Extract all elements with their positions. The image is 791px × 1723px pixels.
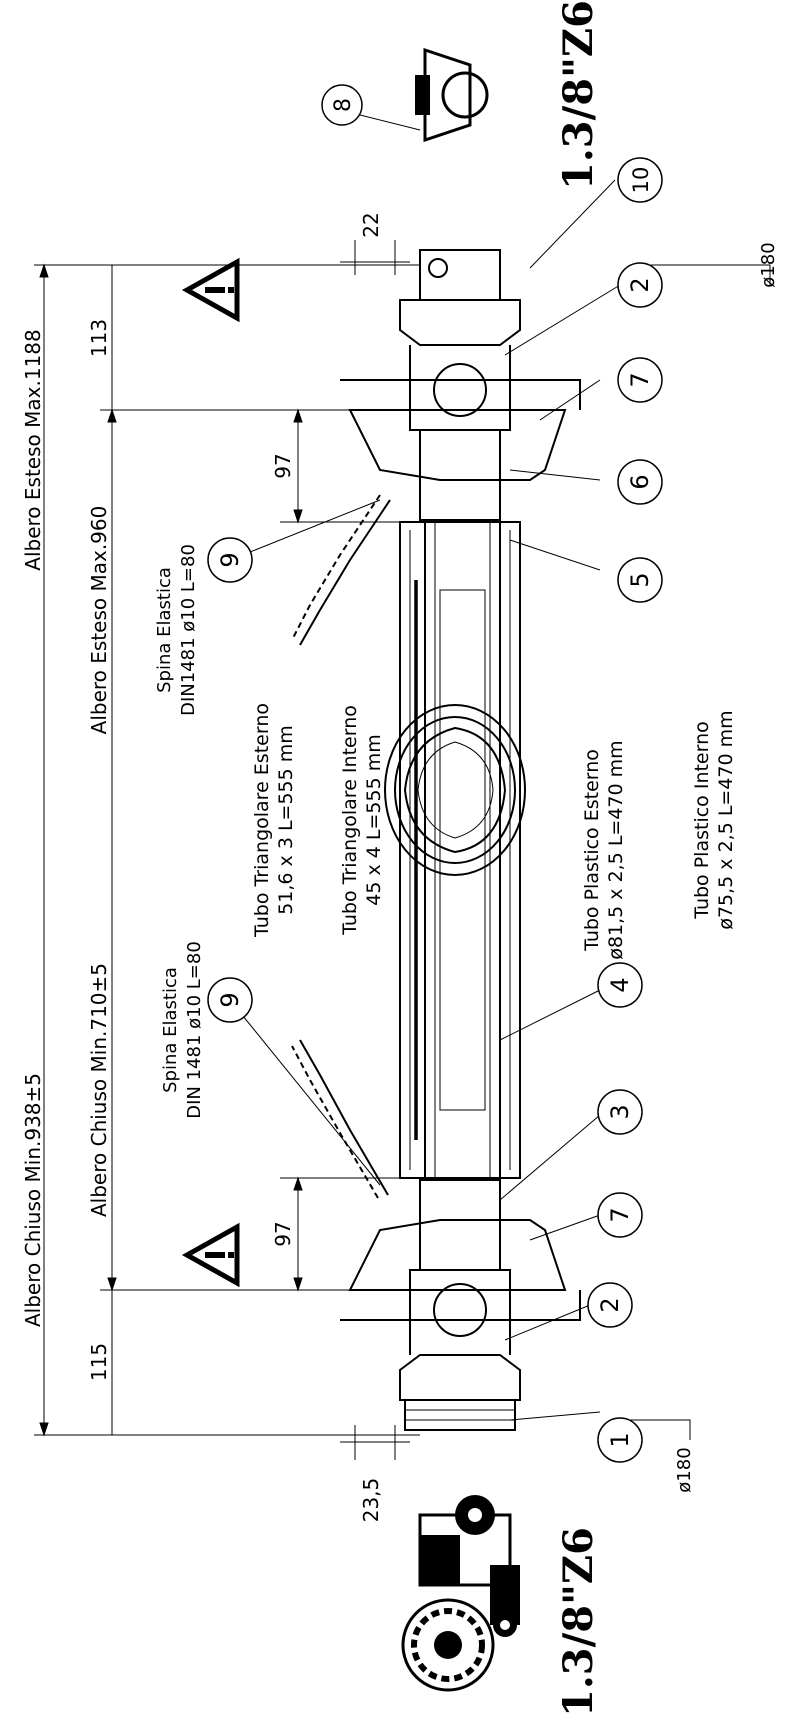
callout-7-right-label: 7 — [626, 372, 654, 387]
pin-left-spec: DIN 1481 ø10 L=80 — [184, 941, 205, 1119]
spline-label-right: 1.3/8"Z6 — [555, 0, 602, 190]
callout-9-right — [207, 537, 253, 583]
dim-closed-tubes: Albero Chiuso Min.710±5 — [87, 963, 111, 1217]
tri-ext-title: Tubo Triangolare Esterno — [251, 703, 273, 938]
tri-int-title: Tubo Triangolare Interno — [339, 705, 361, 936]
tractor-icon — [418, 1495, 520, 1637]
yoke-right — [399, 249, 521, 521]
dimension-lines — [34, 240, 771, 1460]
spline-section-icon-right — [415, 47, 489, 143]
callout-5-label: 5 — [626, 572, 654, 587]
callout-6 — [617, 459, 663, 505]
callout-8-label: 8 — [331, 98, 356, 112]
callout-3-label: 3 — [606, 1104, 634, 1119]
dim-diam-right: ø180 — [758, 242, 779, 287]
spline-label-left: 1.3/8"Z6 — [555, 1527, 602, 1717]
yoke-left — [399, 1179, 521, 1431]
dim-diam-left: ø180 — [674, 1447, 695, 1492]
plastic-int-spec: ø75,5 x 2,5 L=470 mm — [715, 710, 737, 929]
dim-overlap-left: 97 — [271, 1221, 295, 1246]
drive-shaft — [340, 249, 581, 1431]
dim-offset-left: 23,5 — [359, 1478, 383, 1523]
callout-9-left — [207, 977, 253, 1023]
dim-end-len-left: 115 — [87, 1343, 111, 1381]
plastic-ext-spec: ø81,5 x 2,5 L=470 mm — [605, 740, 627, 959]
callout-10-label: 10 — [629, 167, 653, 194]
plastic-tube-outer — [399, 521, 521, 1179]
callout-2-left-label: 2 — [596, 1297, 624, 1312]
pin-left-title: Spina Elastica — [160, 967, 181, 1093]
callout-3 — [597, 1089, 643, 1135]
callout-5 — [617, 557, 663, 603]
callout-2-right — [617, 262, 663, 308]
warning-triangle-icon — [181, 1222, 240, 1288]
tube-section-view — [384, 704, 526, 876]
callout-9-left-label: 9 — [216, 992, 244, 1007]
callout-7-right — [617, 357, 663, 403]
plastic-ext-title: Tubo Plastico Esterno — [581, 749, 603, 952]
dim-end-len-right: 113 — [87, 319, 111, 357]
safety-chain-icon — [291, 494, 391, 1199]
tri-int-spec: 45 x 4 L=555 mm — [363, 734, 385, 905]
dim-overlap-right: 97 — [271, 453, 295, 478]
callout-8 — [321, 84, 363, 126]
spline-section-icon — [401, 1598, 495, 1692]
pin-right-title: Spina Elastica — [154, 567, 175, 693]
callout-2-left — [587, 1282, 633, 1328]
warning-triangle-icon — [181, 257, 240, 323]
callout-4-label: 4 — [606, 977, 634, 992]
callout-7-left — [597, 1192, 643, 1238]
callout-7-left-label: 7 — [606, 1207, 634, 1222]
callout-4 — [597, 962, 643, 1008]
pin-right-spec: DIN1481 ø10 L=80 — [178, 544, 199, 716]
dim-extended-total: Albero Esteso Max.1188 — [21, 329, 45, 570]
callout-1-label: 1 — [606, 1432, 634, 1447]
callout-10 — [617, 157, 663, 203]
callouts: 8 10 2 7 6 5 9 9 — [207, 84, 663, 1463]
guard-cone-right — [348, 409, 567, 481]
dim-closed-total: Albero Chiuso Min.938±5 — [21, 1073, 45, 1327]
callout-2-right-label: 2 — [626, 277, 654, 292]
plastic-int-title: Tubo Plastico Interno — [691, 721, 713, 920]
tri-ext-spec: 51,6 x 3 L=555 mm — [275, 725, 297, 915]
dim-extended-tubes: Albero Esteso Max.960 — [87, 506, 111, 735]
guard-cone-left — [348, 1219, 567, 1291]
callout-9-right-label: 9 — [216, 552, 244, 567]
dim-offset-right: 22 — [359, 212, 383, 237]
callout-1 — [597, 1417, 643, 1463]
callout-6-label: 6 — [626, 474, 654, 489]
